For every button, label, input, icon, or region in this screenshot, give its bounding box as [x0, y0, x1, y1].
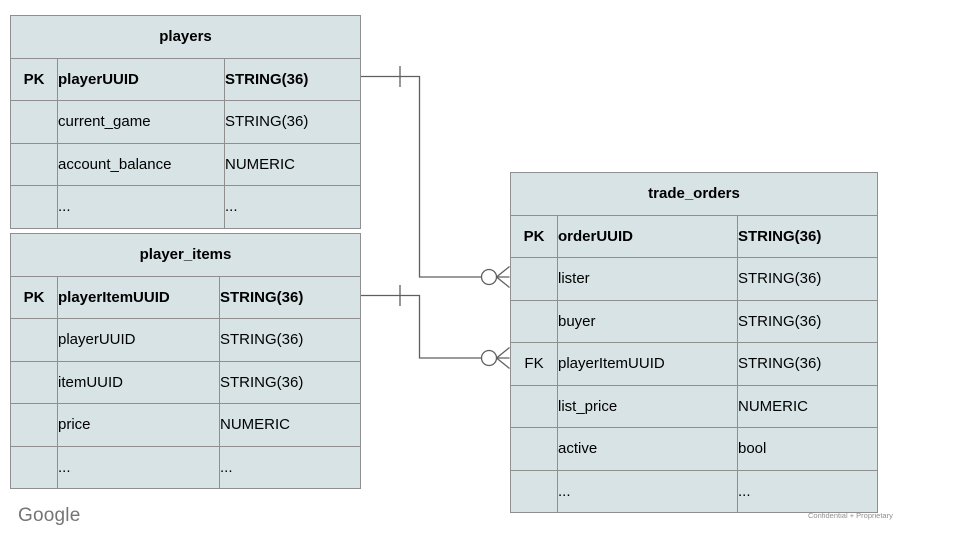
table-title: player_items	[9, 233, 362, 277]
table-row: ... ...	[510, 469, 878, 513]
row-name-cell: itemUUID	[57, 360, 220, 404]
table-title-row: players	[9, 15, 362, 59]
row-name-cell: playerItemUUID	[557, 342, 738, 386]
table-row: PK orderUUID STRING(36)	[510, 214, 878, 258]
row-key-cell	[510, 469, 558, 513]
row-name-cell: playerUUID	[57, 57, 225, 101]
row-type-cell: STRING(36)	[218, 275, 362, 319]
table-title: players	[9, 15, 362, 59]
row-type-cell: STRING(36)	[223, 57, 362, 101]
row-type-cell: STRING(36)	[737, 214, 878, 258]
row-key-cell	[510, 299, 558, 343]
cardinality-zero-circle	[480, 268, 498, 286]
row-name-cell: lister	[557, 257, 738, 301]
crow-foot-many	[496, 265, 510, 289]
row-name-cell: ...	[557, 469, 738, 513]
row-name-cell: list_price	[557, 384, 738, 428]
table-row: PK playerUUID STRING(36)	[10, 57, 362, 101]
table-row: PK playerItemUUID STRING(36)	[10, 275, 362, 319]
table-row: itemUUID STRING(36)	[10, 360, 362, 404]
row-key-cell	[510, 257, 558, 301]
table-title-row: trade_orders	[510, 172, 878, 216]
row-key-cell	[10, 318, 58, 362]
row-type-cell: STRING(36)	[737, 342, 878, 386]
row-name-cell: account_balance	[57, 142, 225, 186]
table-row: price NUMERIC	[10, 403, 362, 447]
row-key-cell	[10, 100, 58, 144]
entity-table-player-items: player_items PK playerItemUUID STRING(36…	[9, 233, 362, 489]
cardinality-zero-circle	[480, 349, 498, 367]
row-type-cell: STRING(36)	[218, 318, 362, 362]
connector-line	[361, 75, 482, 278]
table-row: lister STRING(36)	[510, 257, 878, 301]
row-key-cell	[10, 360, 58, 404]
row-name-cell: active	[557, 427, 738, 471]
row-name-cell: ...	[57, 445, 220, 489]
row-type-cell: ...	[223, 185, 362, 229]
table-row: account_balance NUMERIC	[10, 142, 362, 186]
relationship-player-items-to-trade-orders	[361, 285, 510, 370]
table-row: FK playerItemUUID STRING(36)	[510, 342, 878, 386]
table-row: list_price NUMERIC	[510, 384, 878, 428]
table-row: buyer STRING(36)	[510, 299, 878, 343]
table-row: current_game STRING(36)	[10, 100, 362, 144]
google-logo: Google	[18, 505, 81, 526]
table-row: ... ...	[10, 445, 362, 489]
row-type-cell: STRING(36)	[737, 299, 878, 343]
entity-table-players: players PK playerUUID STRING(36) current…	[9, 15, 362, 229]
row-type-cell: STRING(36)	[737, 257, 878, 301]
row-name-cell: ...	[57, 185, 225, 229]
row-name-cell: playerUUID	[57, 318, 220, 362]
confidential-note: Confidential + Proprietary	[808, 511, 893, 520]
table-title: trade_orders	[510, 172, 878, 216]
row-type-cell: STRING(36)	[218, 360, 362, 404]
table-row: ... ...	[10, 185, 362, 229]
row-key-cell	[10, 142, 58, 186]
row-name-cell: buyer	[557, 299, 738, 343]
row-key-cell: FK	[510, 342, 558, 386]
connector-line	[361, 294, 482, 359]
row-name-cell: current_game	[57, 100, 225, 144]
relationship-players-to-trade-orders	[361, 66, 510, 289]
table-row: playerUUID STRING(36)	[10, 318, 362, 362]
row-name-cell: playerItemUUID	[57, 275, 220, 319]
row-type-cell: ...	[737, 469, 878, 513]
row-key-cell: PK	[10, 57, 58, 101]
row-type-cell: NUMERIC	[737, 384, 878, 428]
row-key-cell: PK	[10, 275, 58, 319]
crow-foot-many	[496, 346, 510, 370]
row-key-cell: PK	[510, 214, 558, 258]
row-type-cell: NUMERIC	[223, 142, 362, 186]
table-row: active bool	[510, 427, 878, 471]
table-title-row: player_items	[9, 233, 362, 277]
row-name-cell: orderUUID	[557, 214, 738, 258]
row-type-cell: bool	[737, 427, 878, 471]
row-type-cell: STRING(36)	[223, 100, 362, 144]
entity-table-trade-orders: trade_orders PK orderUUID STRING(36) lis…	[510, 172, 878, 513]
row-name-cell: price	[57, 403, 220, 447]
row-key-cell	[10, 445, 58, 489]
row-key-cell	[10, 403, 58, 447]
row-type-cell: NUMERIC	[218, 403, 362, 447]
row-key-cell	[510, 384, 558, 428]
row-type-cell: ...	[218, 445, 362, 489]
row-key-cell	[10, 185, 58, 229]
row-key-cell	[510, 427, 558, 471]
